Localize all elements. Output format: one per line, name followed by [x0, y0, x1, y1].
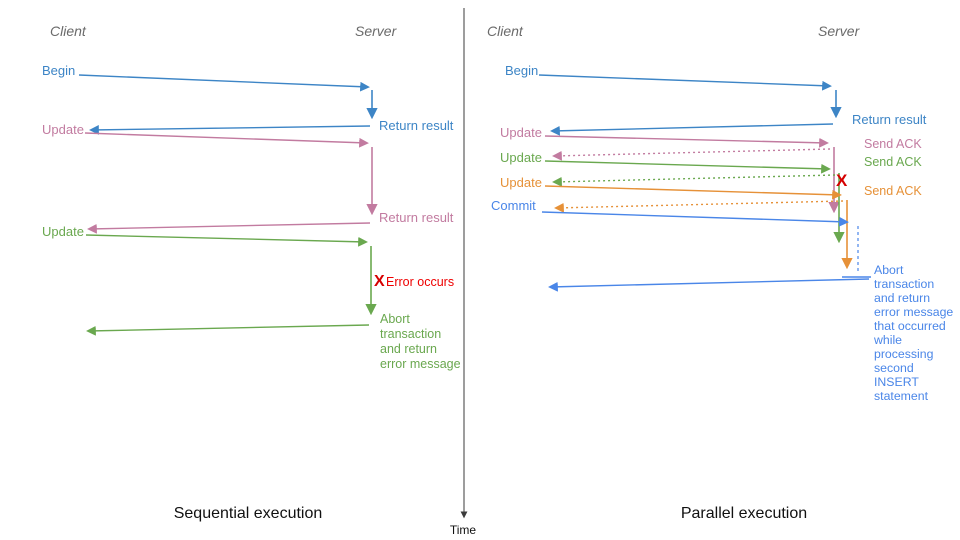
right-server-header: Server: [818, 23, 860, 39]
right-return-result-label: Return result: [852, 112, 927, 127]
left-return-result-2-arrow: [87, 222, 371, 234]
left-return-result-2-label: Return result: [379, 210, 454, 225]
right-client-header: Client: [487, 23, 523, 39]
right-update-3-label: Update: [500, 175, 542, 190]
right-send-ack-1-label: Send ACK: [864, 137, 922, 151]
right-abort-return-arrow: [548, 278, 870, 292]
left-return-result-1-label: Return result: [379, 118, 454, 133]
left-panel-title: Sequential execution: [173, 505, 323, 522]
right-update-2-label: Update: [500, 150, 542, 165]
right-update-1-request-arrow: [544, 135, 829, 148]
left-error-x-icon: X: [374, 273, 385, 290]
right-send-ack-3-dotted-arrow: [554, 200, 844, 213]
right-update-3-request-arrow: [544, 185, 842, 200]
right-update-2-request-arrow: [544, 160, 831, 174]
left-update-1-label: Update: [42, 122, 84, 137]
right-update-1-label: Update: [500, 125, 542, 140]
left-begin-label: Begin: [42, 63, 76, 78]
left-update-2-label: Update: [42, 224, 84, 239]
right-send-ack-3-label: Send ACK: [864, 184, 922, 198]
right-commit-label: Commit: [491, 198, 536, 213]
left-update-1-request-arrow: [84, 132, 369, 148]
right-begin-label: Begin: [505, 63, 539, 78]
right-return-result-arrow: [550, 123, 834, 136]
right-send-ack-2-dotted-arrow: [552, 174, 836, 187]
left-client-header: Client: [50, 23, 86, 39]
left-server-header: Server: [355, 23, 397, 39]
right-abort-message: Abort transaction and return error messa…: [874, 263, 954, 403]
left-error-occurs-label: Error occurs: [386, 275, 455, 289]
right-panel-title: Parallel execution: [680, 505, 808, 522]
right-begin-request-arrow: [538, 74, 832, 91]
right-send-ack-1-dotted-arrow: [552, 148, 831, 161]
left-begin-request-arrow: [78, 74, 370, 92]
right-commit-request-arrow: [541, 211, 849, 227]
left-return-result-1-arrow: [89, 124, 371, 135]
right-send-ack-2-label: Send ACK: [864, 155, 922, 169]
right-error-x-icon: X: [836, 171, 848, 190]
time-axis-label: Time: [449, 523, 477, 537]
left-abort-return-arrow: [86, 324, 370, 336]
left-update-2-request-arrow: [85, 234, 368, 247]
left-abort-message: Abort transaction and return error messa…: [380, 312, 461, 371]
